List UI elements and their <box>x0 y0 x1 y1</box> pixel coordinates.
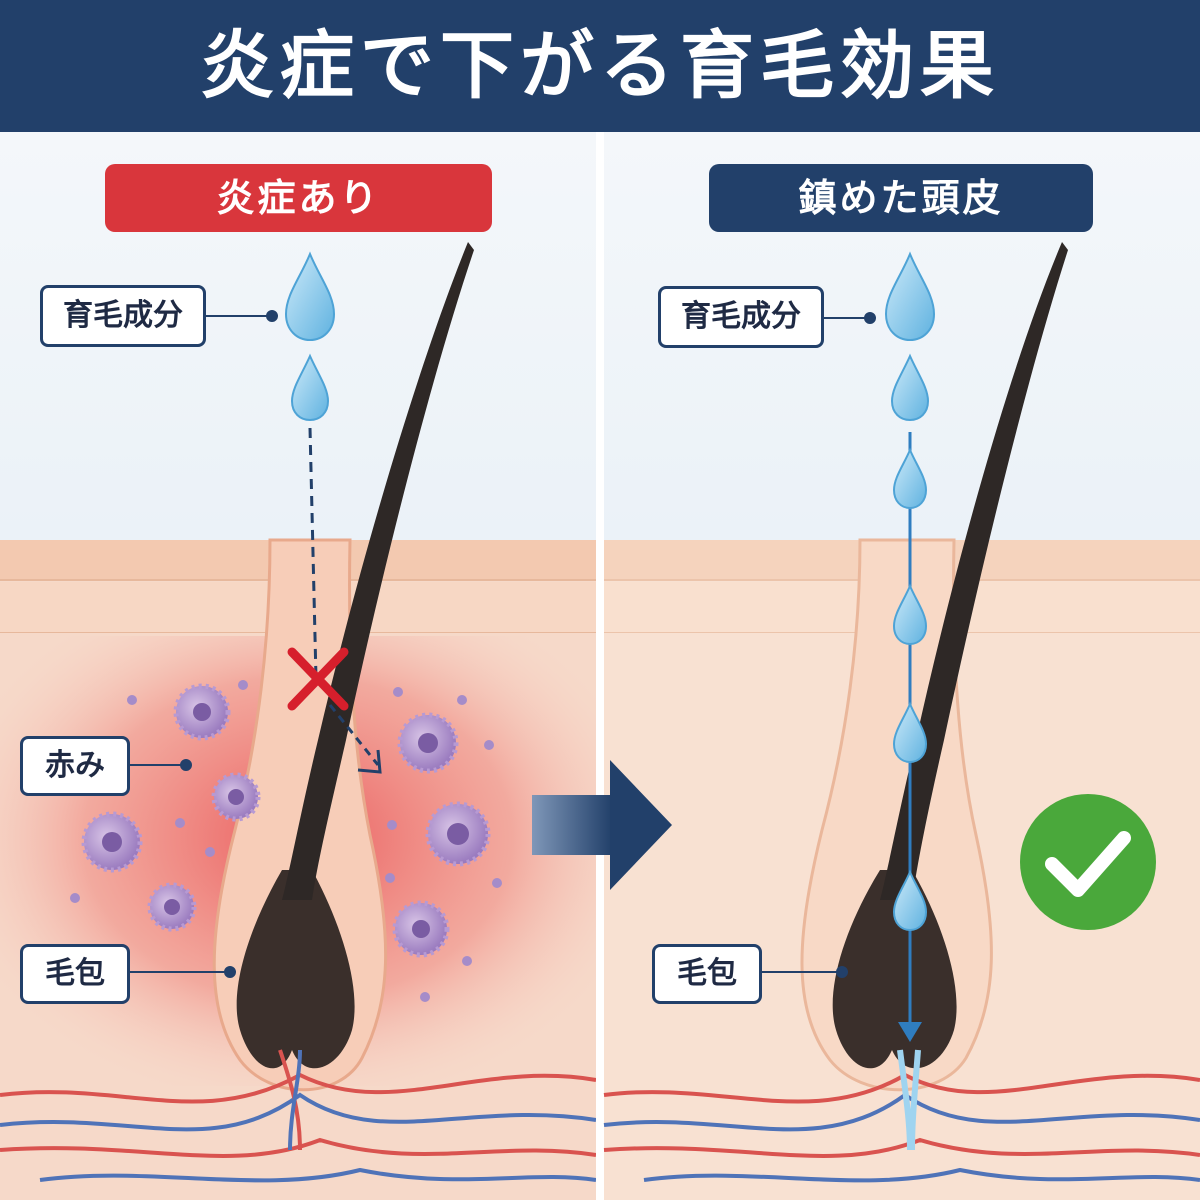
arrow-right-icon <box>532 760 672 890</box>
label-ingredient-right: 育毛成分 <box>658 286 824 348</box>
blood-vessels <box>0 1049 597 1183</box>
hair-bulb <box>236 870 355 1069</box>
check-circle-icon <box>1020 794 1156 930</box>
blocked-path <box>308 427 318 679</box>
droplet-icon <box>892 869 928 932</box>
droplet-icon <box>284 251 336 342</box>
label-follicle-left: 毛包 <box>20 944 130 1004</box>
droplet-icon <box>892 583 928 646</box>
droplet-icon <box>884 251 936 342</box>
leader-lines <box>760 312 876 978</box>
droplet-icon <box>290 353 330 422</box>
title-bar <box>0 0 1200 132</box>
soothed-badge: 鎮めた頭皮 <box>709 164 1093 232</box>
label-ingredient-left: 育毛成分 <box>40 285 206 347</box>
droplet-icon <box>890 353 930 422</box>
droplet-icon <box>892 447 928 510</box>
hair-shaft <box>282 242 474 900</box>
page-title: 炎症で下がる育毛効果 <box>200 23 1000 109</box>
leader-lines <box>128 310 278 978</box>
droplet-icon <box>892 701 928 764</box>
x-mark-icon <box>287 647 349 711</box>
inflamed-badge: 炎症あり <box>105 164 492 232</box>
label-redness: 赤み <box>20 736 130 796</box>
blood-vessels <box>603 1049 1200 1183</box>
hair-shaft <box>880 242 1068 900</box>
immune-cells <box>70 680 502 1002</box>
label-follicle-right: 毛包 <box>652 944 762 1004</box>
